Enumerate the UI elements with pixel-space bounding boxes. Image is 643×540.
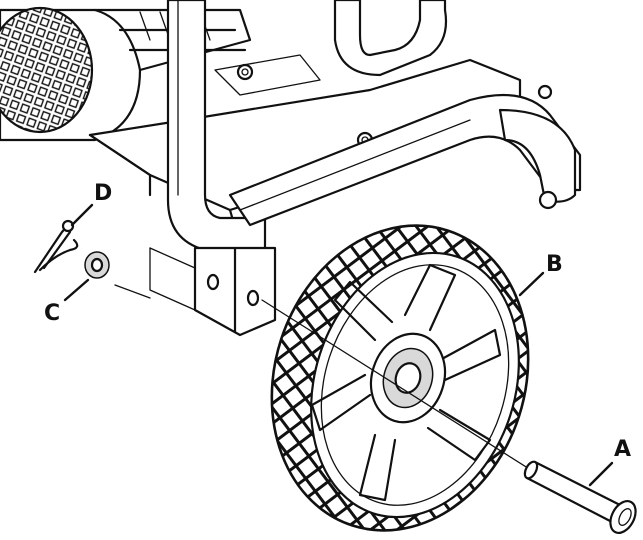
leader-line-b	[518, 271, 545, 297]
wheel-spokes	[310, 263, 502, 502]
callout-label-d: D	[94, 181, 112, 206]
callout-label-b: B	[546, 252, 563, 277]
wheel	[270, 224, 530, 532]
washer	[84, 251, 110, 279]
axle-bracket	[149, 246, 277, 337]
leader-line-d	[70, 203, 94, 227]
callout-label-a: A	[614, 437, 631, 462]
hairpin-cotter-pin	[33, 219, 79, 274]
engine-base-plate	[88, 54, 553, 247]
motor-housing	[0, 6, 252, 142]
leader-line-c	[63, 278, 90, 302]
leader-line-a	[588, 461, 614, 487]
tubular-frame	[166, 0, 582, 252]
axle-bolt	[523, 460, 637, 534]
callout-label-c: C	[44, 301, 60, 326]
